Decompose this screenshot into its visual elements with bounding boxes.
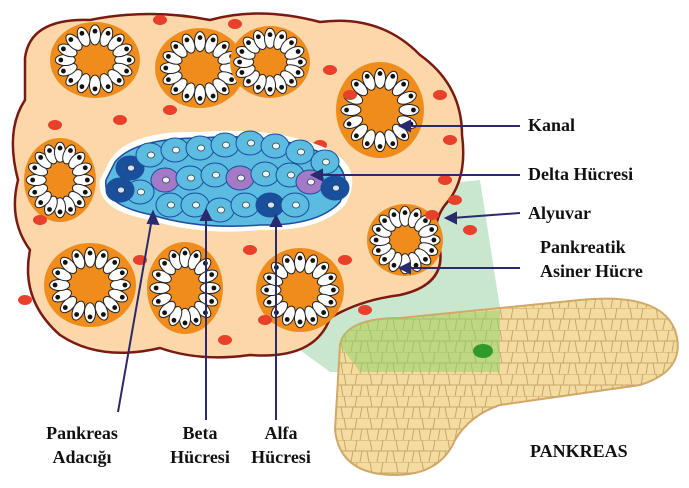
islet-highlight — [473, 344, 493, 358]
red-blood-cell — [443, 135, 457, 145]
islet-cell — [261, 134, 289, 158]
label-kanal: Kanal — [528, 114, 575, 136]
islet-cell — [156, 193, 184, 217]
label-pancreas: PANKREAS — [530, 440, 628, 462]
red-blood-cell — [163, 105, 177, 115]
red-blood-cell — [228, 19, 242, 29]
red-blood-cell — [258, 315, 272, 325]
islet-cell — [226, 166, 254, 190]
red-blood-cell — [358, 305, 372, 315]
acinus — [336, 62, 424, 158]
islet-cell — [161, 138, 189, 162]
acinus — [230, 26, 310, 98]
islet-cell — [231, 193, 259, 217]
islet-cell — [186, 136, 214, 160]
islet-cell — [136, 143, 164, 167]
label-islet-1: Pankreas — [22, 422, 142, 444]
red-blood-cell — [338, 255, 352, 265]
label-alyuvar: Alyuvar — [528, 202, 591, 224]
acinus — [147, 242, 223, 334]
red-blood-cell — [463, 225, 477, 235]
islet-cell — [256, 193, 284, 217]
label-islet-2: Adacığı — [22, 446, 142, 468]
label-alpha-1: Alfa — [236, 422, 326, 444]
label-acinar-2: Asiner Hücre — [540, 260, 643, 282]
islet-cell — [286, 140, 314, 164]
acinus — [50, 22, 140, 98]
islet-of-langerhans — [100, 131, 353, 232]
pancreas-gland — [330, 290, 689, 480]
acinus — [44, 243, 136, 327]
red-blood-cell — [433, 90, 447, 100]
islet-cell — [236, 131, 264, 155]
red-blood-cell — [438, 175, 452, 185]
label-acinar-1: Pankreatik — [540, 236, 626, 258]
label-delta-cell: Delta Hücresi — [528, 163, 633, 185]
islet-cell — [251, 162, 279, 186]
islet-cell — [176, 166, 204, 190]
islet-cell — [106, 178, 134, 202]
red-blood-cell — [153, 15, 167, 25]
islet-cell — [151, 168, 179, 192]
label-beta-2: Hücresi — [150, 446, 250, 468]
red-blood-cell — [343, 90, 357, 100]
red-blood-cell — [243, 245, 257, 255]
red-blood-cell — [48, 120, 62, 130]
label-alpha-2: Hücresi — [236, 446, 326, 468]
islet-cell — [201, 163, 229, 187]
label-beta-1: Beta — [150, 422, 250, 444]
acinus — [24, 138, 96, 222]
red-blood-cell — [18, 295, 32, 305]
islet-cell — [321, 176, 349, 200]
red-blood-cell — [323, 65, 337, 75]
islet-cell — [211, 133, 239, 157]
islet-cell — [281, 193, 309, 217]
red-blood-cell — [425, 210, 439, 220]
red-blood-cell — [33, 215, 47, 225]
red-blood-cell — [448, 195, 462, 205]
red-blood-cell — [113, 115, 127, 125]
red-blood-cell — [218, 335, 232, 345]
